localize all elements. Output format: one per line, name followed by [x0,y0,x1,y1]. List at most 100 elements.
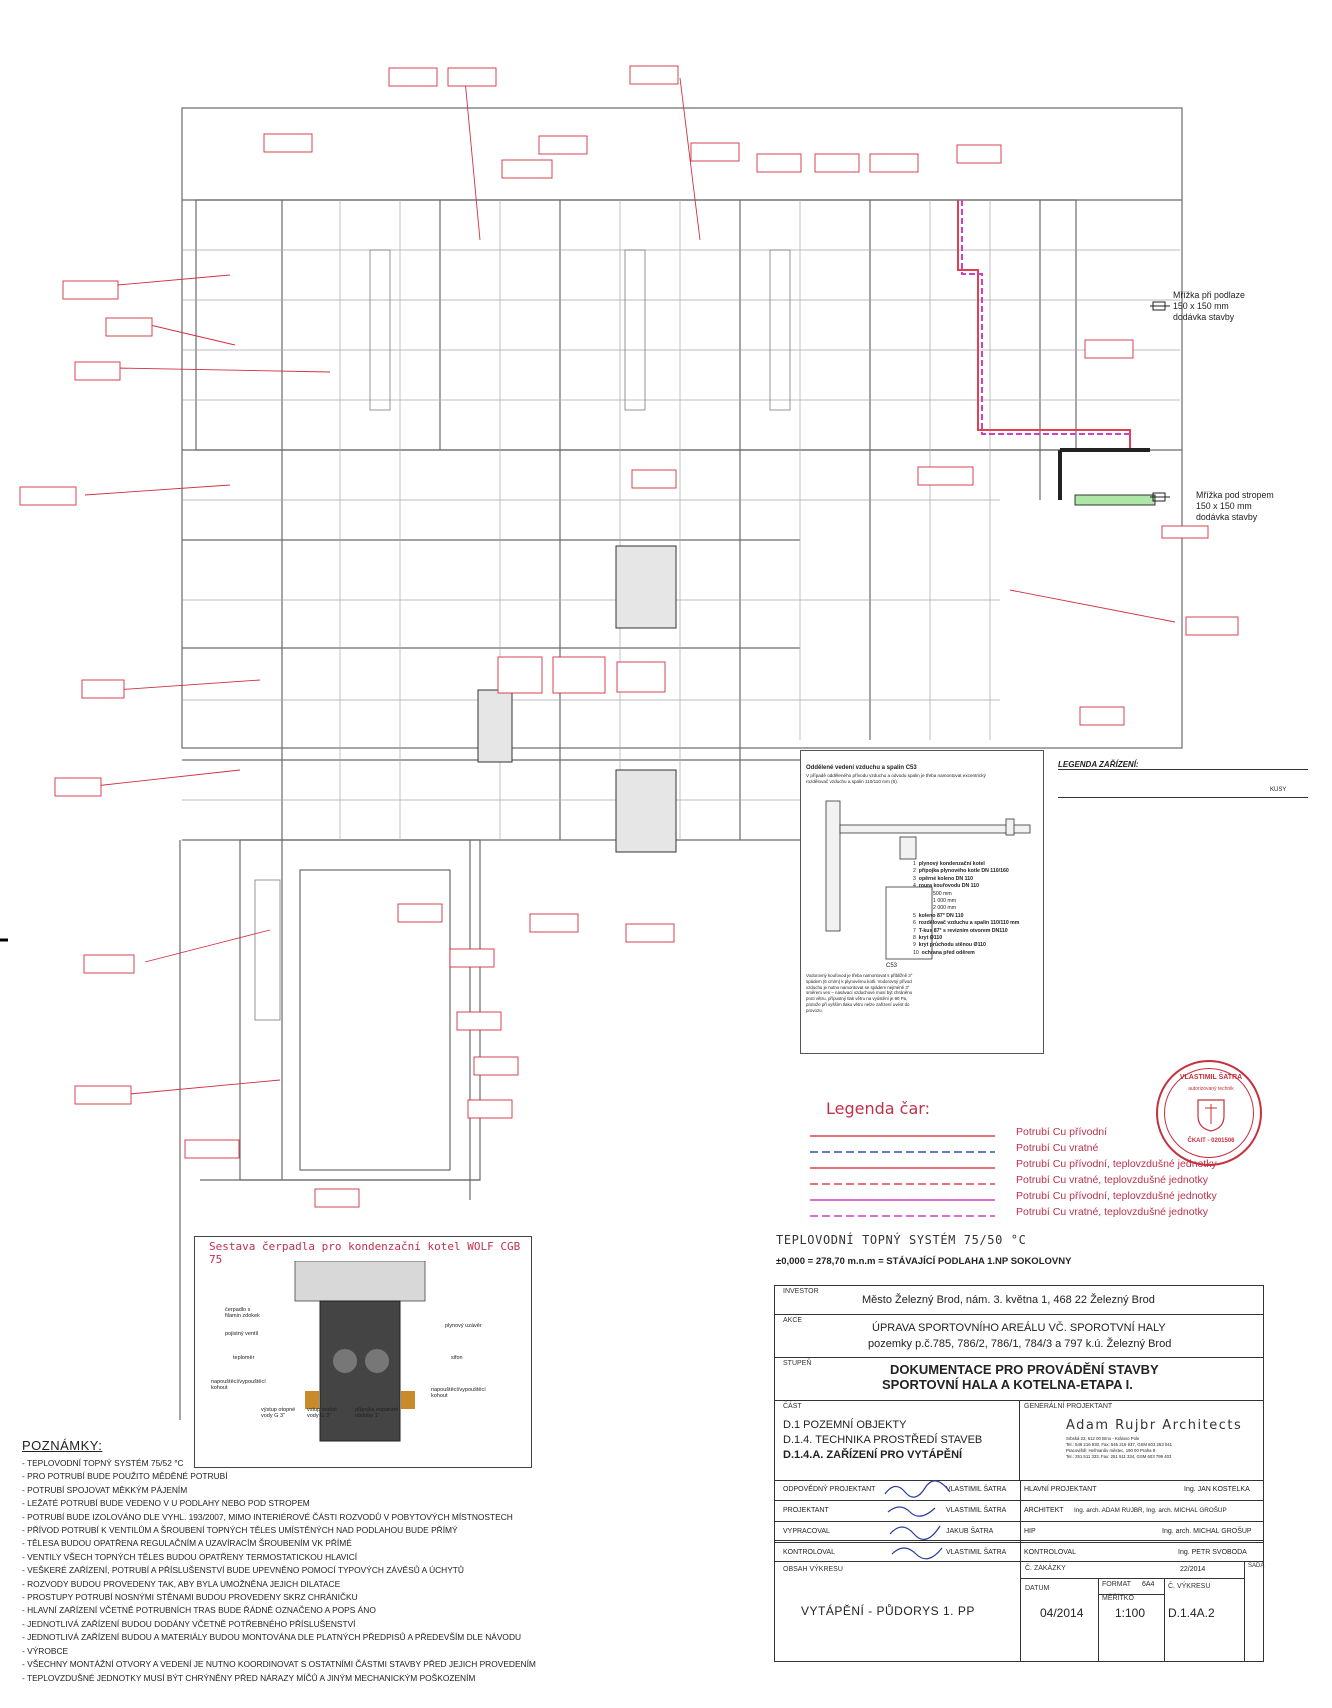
line-legend-samples [810,1135,995,1217]
line-legend-label: Potrubí Cu vratné, teplovzdušné jednotky [1016,1206,1209,1218]
flue-item: 8 kryt Ø110 [913,935,1041,942]
flue-item-number: 10 [913,949,919,956]
grille-floor-line-3: dodávka stavby [1173,312,1235,322]
pump-label: čerpadlo s filamin zdokek [225,1307,260,1319]
flue-detail-title: Oddělené vedení vzduchu a spalin C53 [806,765,917,771]
stamp-id: ČKAIT - 0201506 [1187,1138,1235,1144]
note-item: VENTILY VŠECH TOPNÝCH TĚLES BUDOU OPATŘE… [22,1551,582,1564]
notes-title: POZNÁMKY: [22,1438,103,1453]
format-value: 6A4 [1142,1581,1155,1588]
bottom-divider-4 [1244,1561,1245,1662]
akce-line-1: ÚPRAVA SPORTOVNÍHO AREÁLU VČ. SPOROTVNÍ … [872,1322,1166,1334]
bottom-hline-1 [1020,1578,1244,1579]
note-item: PRO POTRUBÍ BUDE POUŽITO MĚDĚNÉ POTRUBÍ [22,1470,582,1483]
roles-divider [1020,1480,1021,1562]
grille-floor-line-2: 150 x 150 mm [1173,301,1229,311]
flue-detail-drawing [825,800,1031,960]
role-label: PROJEKTANT [783,1507,829,1514]
grille-ceiling-line-1: Mřížka pod stropem [1196,490,1274,500]
note-item: POTRUBÍ BUDE IZOLOVÁNO DLE VYHL. 193/200… [22,1511,582,1524]
stupen-label: STUPEŇ [783,1360,812,1367]
line-legend-label: Potrubí Cu přívodní [1016,1126,1108,1138]
gp-name: Adam Rujbr Architects [1066,1418,1243,1433]
engineer-stamp: VLASTIMIL ŠATRA autorizovaný technik ČKA… [1156,1060,1262,1166]
flue-item-text: kryt průchodu stěnou Ø110 [918,942,986,949]
pump-set-title: Sestava čerpadla pro kondenzační kotel W… [209,1240,521,1266]
flue-item-text: opěrné koleno DN 110 [918,875,973,882]
role-row: ODPOVĚDNÝ PROJEKTANT VLASTIMIL ŠATRA HLA… [774,1480,1264,1501]
line-legend-label: Potrubí Cu vratné, teplovzdušné jednotky [1016,1174,1209,1186]
flue-item-text: koleno 87° DN 110 [918,912,964,919]
flue-item-number: 1 [913,861,916,867]
datum-label: DATUM [1025,1585,1050,1592]
flue-items: 1 plynový kondenzační kotel 2 přípojka p… [913,861,1041,957]
stupen-line-2: SPORTOVNÍ HALA A KOTELNA-ETAPA I. [882,1377,1133,1392]
note-item: TĚLESA BUDOU OPATŘENA REGULAČNÍM A UZAVÍ… [22,1537,582,1550]
obsah-value: VYTÁPĚNÍ - PŮDORYS 1. PP [801,1604,975,1618]
coat-of-arms-icon [1197,1099,1225,1132]
room-tag-leaders [84,77,1176,1095]
flue-item-number: 4 [913,883,916,890]
cast-line-2: D.1.4. TECHNIKA PROSTŘEDÍ STAVEB [783,1434,983,1446]
flue-item: 3 opěrné koleno DN 110 [913,876,1041,883]
role2-label: HIP [1024,1528,1036,1535]
sada-label: SADA [1248,1563,1265,1569]
note-item: VEŠKERÉ ZAŘÍZENÍ, POTRUBÍ A PŘÍSLUŠENSTV… [22,1564,582,1577]
plan-grid [182,200,1180,840]
flue-item: 7 T-kus 87° s revizním otvorem DN110 [913,928,1041,935]
format-label: FORMAT [1102,1581,1132,1588]
bottom-divider-2 [1098,1578,1099,1662]
pump-label: napouštěcí/vypouštěcí kohout [431,1387,486,1399]
role-name: VLASTIMIL ŠATRA [946,1486,1007,1493]
gp-address-line: Pracoviště: Heřmanův městec, 190 00 Prah… [1066,1448,1156,1453]
stupen-line-1: DOKUMENTACE PRO PROVÁDĚNÍ STAVBY [890,1362,1159,1377]
akce-label: AKCE [783,1317,803,1324]
obsah-label: OBSAH VÝKRESU [783,1566,843,1573]
roles-grid: ODPOVĚDNÝ PROJEKTANT VLASTIMIL ŠATRA HLA… [774,1480,1264,1563]
role-row: KONTROLOVAL VLASTIMIL ŠATRA KONTROLOVAL … [774,1543,1264,1563]
role-name: VLASTIMIL ŠATRA [946,1507,1007,1514]
note-item: ROZVODY BUDOU PROVEDENY TAK, ABY BYLA UM… [22,1578,582,1591]
flue-item-number: 6 [913,920,916,927]
cast-line-3: D.1.4.A. ZAŘÍZENÍ PRO VYTÁPĚNÍ [783,1449,963,1461]
zakazky-value: 22/2014 [1180,1566,1206,1573]
flue-footnote: Vodorovný kouřovod je třeba namontovat s… [806,973,913,1013]
flue-item: 6 rozdělovač vzduchu a spalin 110/110 mm [913,920,1041,927]
zakazky-label: Č. ZAKÁZKY [1025,1565,1066,1572]
pump-label: sifon [451,1355,463,1361]
pump-label: přípojka expanzní nádoby 1" [355,1407,399,1419]
pump-set-box: Sestava čerpadla pro kondenzační kotel W… [194,1236,532,1468]
pipe-route [957,200,1156,506]
flue-item-text: kryt Ø110 [918,935,943,942]
note-item: HLAVNÍ ZAŘÍZENÍ VČETNĚ POTRUBNÍCH TRAS B… [22,1604,582,1617]
flue-item-text: rozdělovač vzduchu a spalin 110/110 mm [918,920,1020,927]
note-item: JEDNOTLIVÁ ZAŘÍZENÍ BUDOU DODÁNY VČETNĚ … [22,1618,582,1631]
pump-label: napouštěcí/vypouštěcí kohout [211,1379,266,1391]
pipe-length: 500 mm [933,890,952,897]
gp-address-line: Srbská 22, 612 00 Brno - Královo Pole [1066,1436,1140,1441]
role-label: ODPOVĚDNÝ PROJEKTANT [783,1486,876,1493]
grille-floor-note: Mřížka při podlaze 150 x 150 mm dodávka … [1173,290,1245,323]
equipment-legend-rule [1058,797,1308,798]
system-title: TEPLOVODNÍ TOPNÝ SYSTÉM 75/50 °C [776,1233,1027,1247]
cast-label: ČÁST [783,1403,802,1410]
line-legend-labels: Potrubí Cu přívodní Potrubí Cu vratné Po… [1016,1126,1217,1222]
flue-item-text: T-kus 87° s revizním otvorem DN110 [918,927,1008,934]
role2-label: KONTROLOVAL [1024,1549,1076,1556]
room-tags [19,65,1239,1208]
note-item: TEPLOVZDUŠNÉ JEDNOTKY MUSÍ BÝT CHRÝNĚNY … [22,1672,582,1685]
flue-item-number: 2 [913,868,916,875]
line-legend-label: Potrubí Cu vratné [1016,1142,1099,1154]
flue-item-text: přípojka plynového kotle DN 110/160 [918,868,1009,875]
grille-ceiling-line-2: 150 x 150 mm [1196,501,1252,511]
flue-item-number: 3 [913,875,916,882]
flue-item-number: 9 [913,942,916,949]
flue-item-number: 7 [913,927,916,934]
pump-label: teploměr [233,1355,255,1361]
note-item: LEŽATÉ POTRUBÍ BUDE VEDENO V U PODLAHY N… [22,1497,582,1510]
role-name: VLASTIMIL ŠATRA [946,1549,1007,1556]
line-legend-label: Potrubí Cu přívodní, teplovzdušné jednot… [1016,1190,1217,1202]
flue-detail-intro: V případě odděleného přívodu vzduchu a o… [806,773,986,784]
